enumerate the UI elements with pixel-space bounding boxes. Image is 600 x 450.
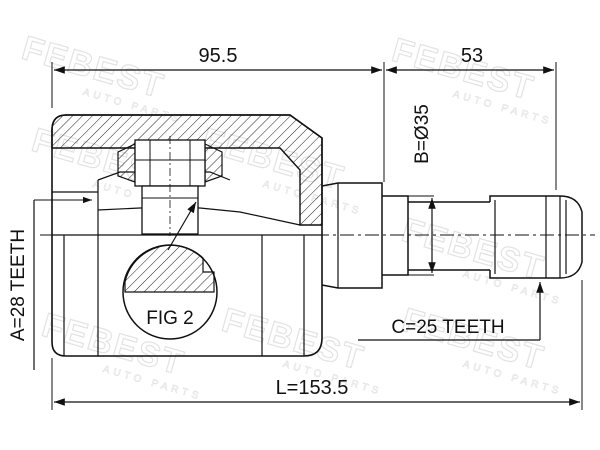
- shaft-body: [382, 195, 409, 276]
- dim-housing-length: 95.5: [51, 45, 385, 182]
- shaft: [321, 182, 583, 289]
- fig2-label: FIG 2: [146, 308, 194, 329]
- trunnion-post: [141, 185, 199, 235]
- housing: [51, 114, 323, 357]
- dim-shaft-diameter-label: B=Ø35: [412, 104, 433, 164]
- dim-shaft-diameter: B=Ø35: [408, 104, 436, 276]
- dim-housing-spline-label: A=28 TEETH: [8, 229, 29, 341]
- shaft-collar: [321, 182, 383, 289]
- fig2-hatch: [124, 244, 215, 293]
- fig2-leader: [167, 201, 197, 251]
- dim-shaft-length-label: 53: [461, 45, 483, 67]
- fig2-detail: FIG 2: [122, 201, 218, 340]
- dim-shaft-spline-label: C=25 TEETH: [391, 317, 504, 338]
- tripod-roller: [117, 136, 223, 236]
- dim-total-length: L=153.5: [51, 280, 583, 410]
- dim-shaft-length: 53: [386, 45, 557, 190]
- dim-housing-spline: A=28 TEETH: [8, 196, 92, 370]
- dim-shaft-spline: C=25 TEETH: [358, 282, 544, 341]
- housing-outline: [51, 114, 323, 357]
- dim-housing-length-label: 95.5: [199, 45, 238, 67]
- shaft-spline: [489, 195, 583, 279]
- dim-total-length-label: L=153.5: [276, 377, 349, 399]
